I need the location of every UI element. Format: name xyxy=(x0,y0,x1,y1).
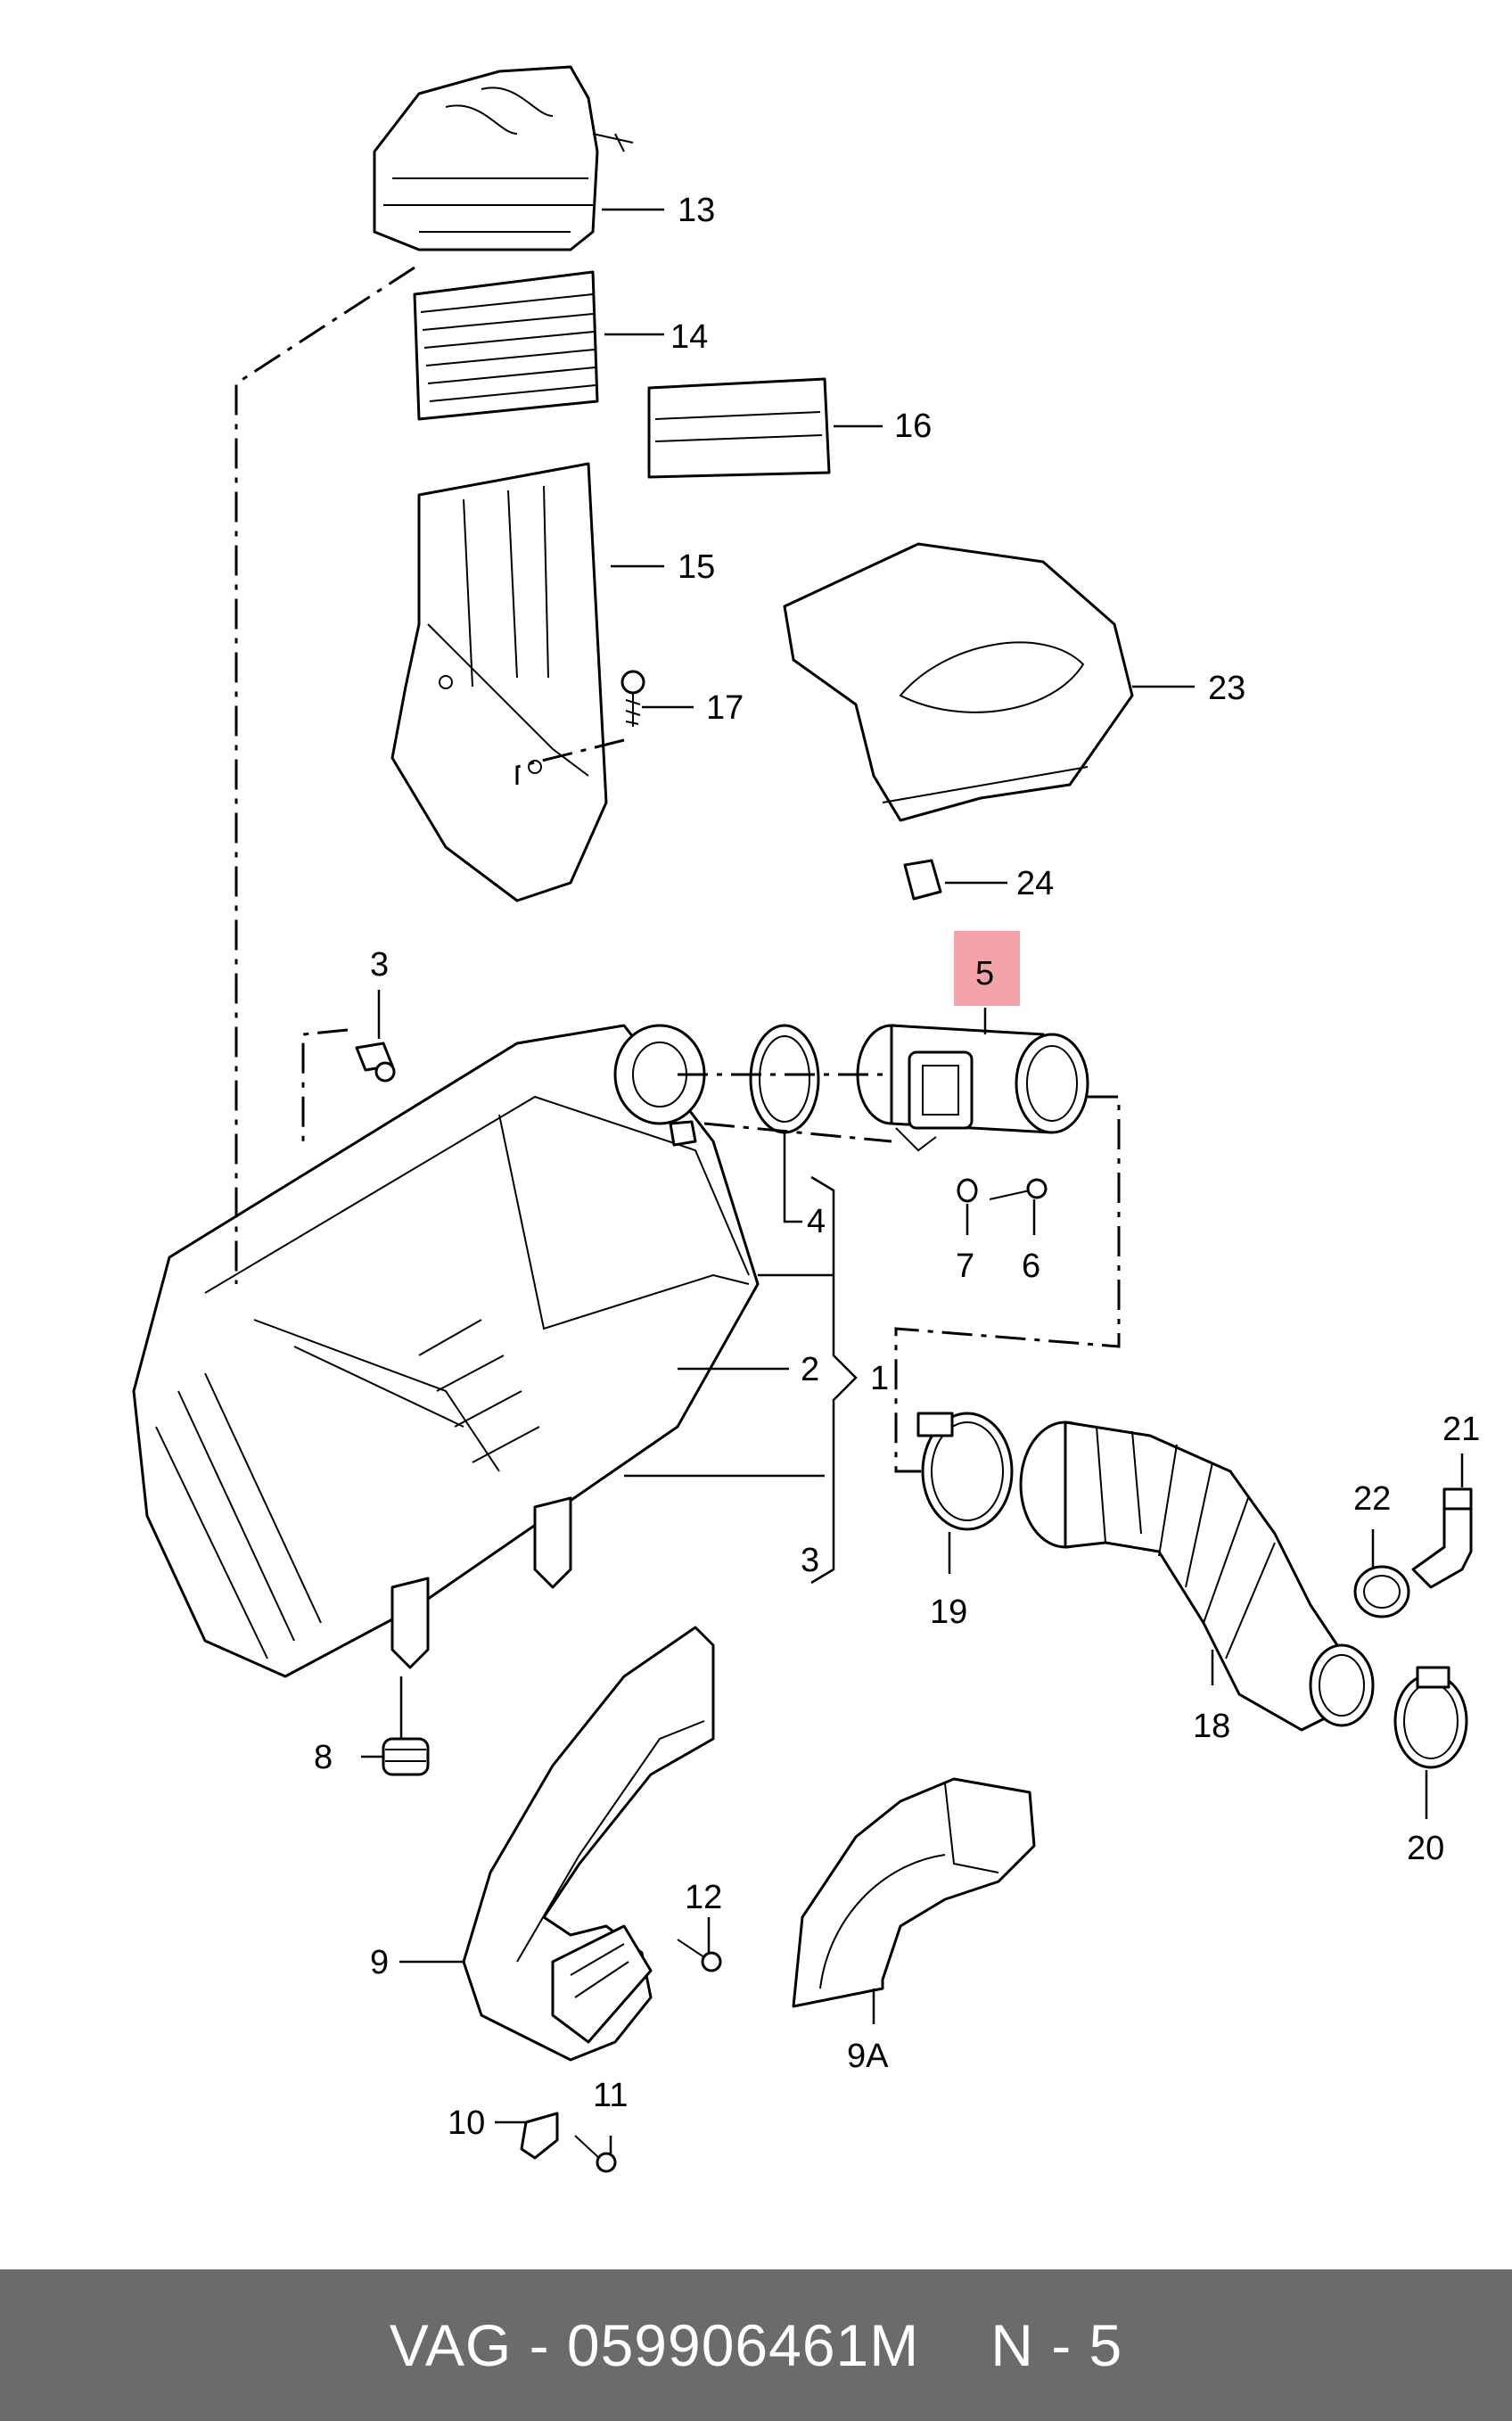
exploded-parts-diagram: 13 14 16 15 17 23 24 3 5 4 7 6 1 2 3 21 … xyxy=(132,65,1480,2173)
callout-8: 8 xyxy=(314,1739,333,1776)
callout-22: 22 xyxy=(1353,1480,1391,1518)
callout-16: 16 xyxy=(894,408,932,445)
assembly-dash-lines xyxy=(234,266,1121,1473)
part-1-air-filter-housing xyxy=(132,1024,760,1678)
callout-12: 12 xyxy=(685,1879,722,1916)
part-5-highlight xyxy=(954,931,1020,1006)
part-12-screw xyxy=(677,1939,722,1972)
callout-14: 14 xyxy=(670,318,708,356)
part-7-washer xyxy=(957,1178,978,1203)
callout-6: 6 xyxy=(1022,1248,1040,1285)
callout-17: 17 xyxy=(706,689,744,727)
callout-13: 13 xyxy=(678,192,715,229)
callout-1: 1 xyxy=(870,1360,889,1397)
callout-9a: 9A xyxy=(847,2038,889,2075)
part-9a-duct xyxy=(792,1777,1036,2008)
callout-20: 20 xyxy=(1407,1830,1444,1867)
part-9-intake-duct xyxy=(462,1626,715,2062)
callout-21: 21 xyxy=(1442,1411,1480,1448)
callout-3-stud: 3 xyxy=(370,946,389,984)
callout-labels: 13 14 16 15 17 23 24 3 5 4 7 6 1 2 3 21 … xyxy=(314,192,1480,2142)
leader-lines xyxy=(361,208,1464,2153)
callout-3-housing: 3 xyxy=(801,1542,819,1579)
callout-4: 4 xyxy=(807,1203,826,1240)
callout-10: 10 xyxy=(448,2104,485,2142)
part-3-stud xyxy=(355,1042,396,1083)
part-22-small-clamp xyxy=(1353,1565,1410,1618)
callout-5: 5 xyxy=(975,955,994,992)
part-18-intake-hose xyxy=(1019,1420,1375,1732)
part-5-air-mass-meter xyxy=(856,1024,1089,1152)
callout-24: 24 xyxy=(1016,865,1054,902)
part-24-clip xyxy=(903,859,942,901)
footer-part-number: 059906461M xyxy=(566,2312,920,2378)
part-23-engine-cover xyxy=(783,542,1134,822)
part-11-screw xyxy=(574,2135,617,2173)
callout-15: 15 xyxy=(678,548,715,586)
part-20-hose-clamp xyxy=(1393,1666,1468,1769)
part-17-screw xyxy=(620,670,645,727)
part-4-o-ring xyxy=(749,1024,820,1134)
part-8-grommet xyxy=(382,1737,430,1776)
part-13-upper-cover xyxy=(373,65,634,251)
part-19-hose-clamp xyxy=(916,1412,1014,1531)
callout-9: 9 xyxy=(370,1944,389,1981)
part-21-elbow-connector xyxy=(1411,1487,1473,1589)
footer-brand: VAG xyxy=(389,2312,513,2378)
footer-separator: - xyxy=(529,2312,550,2378)
part-16-pad xyxy=(647,377,831,479)
callout-18: 18 xyxy=(1193,1708,1230,1745)
callout-7: 7 xyxy=(956,1248,974,1285)
footer-position: N - 5 xyxy=(990,2312,1123,2378)
part-6-screw xyxy=(989,1178,1048,1200)
housing-outlet-flange xyxy=(613,1024,706,1147)
part-10-bracket xyxy=(520,2112,559,2160)
part-14-filter-element xyxy=(413,270,599,421)
callout-11: 11 xyxy=(593,2077,628,2114)
part-number-footer: VAG - 059906461M N - 5 xyxy=(0,2269,1512,2421)
callout-19: 19 xyxy=(930,1593,967,1631)
part-15-air-guide xyxy=(390,462,608,902)
callout-2: 2 xyxy=(801,1351,819,1388)
callout-23: 23 xyxy=(1208,670,1245,707)
